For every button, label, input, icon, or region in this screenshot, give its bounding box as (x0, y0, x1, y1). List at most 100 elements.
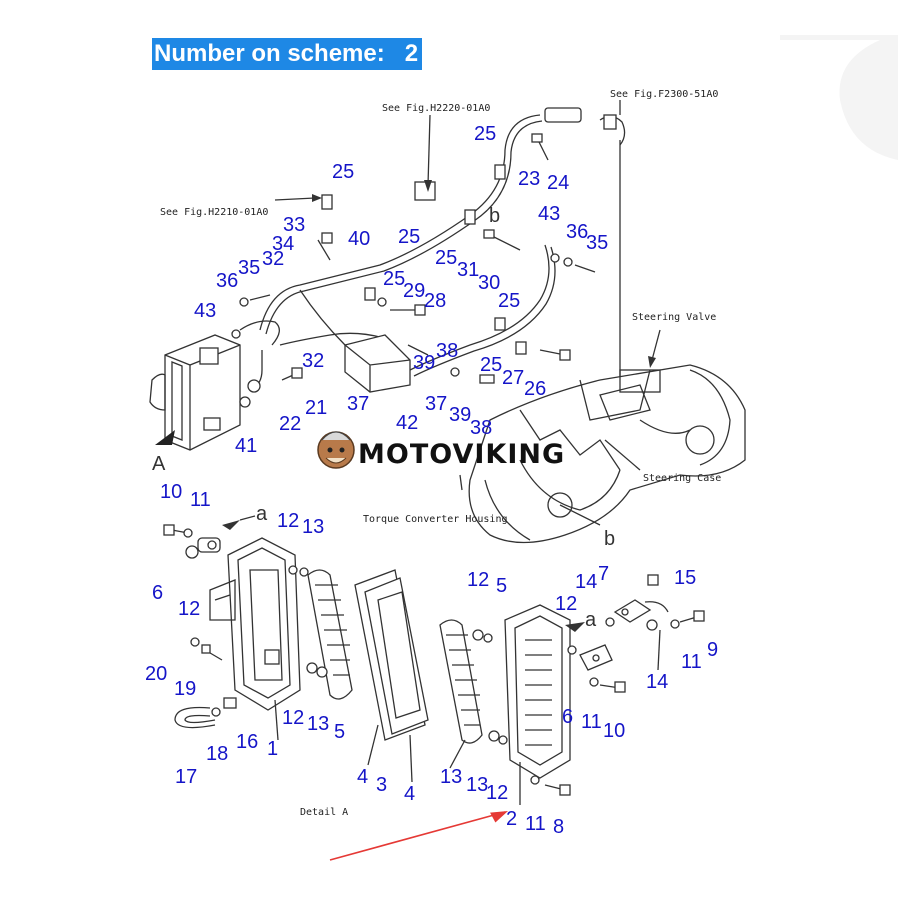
part-callout: 8 (553, 816, 564, 838)
part-callout: 12 (178, 598, 200, 620)
part-callout: 2 (506, 808, 517, 830)
part-callout: 29 (403, 280, 425, 302)
part-callout: 25 (480, 354, 502, 376)
transmission-housing (459, 364, 746, 544)
part-callout: 18 (206, 743, 228, 765)
part-callout: 42 (396, 412, 418, 434)
part-callout: 4 (404, 783, 415, 805)
detail-a-assembly (163, 515, 705, 805)
ref-torque-converter-housing: Torque Converter Housing (363, 514, 508, 525)
part-callout: 43 (194, 300, 216, 322)
corner-shade (780, 35, 898, 160)
part-callout: 5 (496, 575, 507, 597)
part-callout: 3 (376, 774, 387, 796)
watermark-text: MOTOVIKING (358, 439, 565, 470)
hose-right-outline (413, 246, 556, 377)
scheme-value: 2 (404, 40, 419, 67)
view-letter-a-upper: a (256, 503, 268, 525)
flange-f2300 (603, 114, 617, 130)
part-callout: 35 (238, 257, 260, 279)
part-callout: 25 (474, 123, 496, 145)
part-callout: 36 (216, 270, 238, 292)
part-callout: 13 (466, 774, 488, 796)
part-callout: 4 (357, 766, 368, 788)
part-callout: 13 (307, 713, 329, 735)
part-callout: 25 (398, 226, 420, 248)
part-callout: 34 (272, 233, 294, 255)
part-callout: 25 (383, 268, 405, 290)
ref-steering-case: Steering Case (643, 473, 721, 484)
part-callout: 23 (518, 168, 540, 190)
ref-detail-a: Detail A (300, 807, 348, 818)
clamp-25 (494, 164, 506, 180)
part-callout: 14 (646, 671, 668, 693)
part-callout: 12 (486, 782, 508, 804)
part-callout: 39 (413, 352, 435, 374)
part-callout: 43 (538, 203, 560, 225)
part-callout: 11 (190, 489, 211, 511)
cover-2 (504, 604, 571, 779)
scheme-label: Number on scheme: (154, 40, 385, 67)
left-cooler (149, 334, 251, 451)
part-callout: 13 (440, 766, 462, 788)
part-callout: 40 (348, 228, 370, 250)
part-callout: 21 (305, 397, 327, 419)
view-letter-b-lower: b (604, 528, 615, 550)
view-arrow-a-right (565, 622, 585, 632)
view-arrow-a-left (222, 520, 240, 530)
part-callout: 26 (524, 378, 546, 400)
part-callout: 13 (302, 516, 324, 538)
part-callout: 12 (467, 569, 489, 591)
part-callout: 17 (175, 766, 197, 788)
part-callout: 10 (160, 481, 182, 503)
hose-right (409, 244, 550, 371)
part-callout: 38 (436, 340, 458, 362)
view-letter-b-upper: b (489, 205, 500, 227)
view-arrow-a (155, 430, 175, 445)
part-callout: 24 (547, 172, 569, 194)
elbow-43-left (239, 320, 280, 346)
part-callout: 31 (457, 259, 479, 281)
hose-40 (259, 114, 541, 331)
part-callout: 37 (425, 393, 447, 415)
part-callout: 6 (562, 706, 573, 728)
part-callout: 32 (302, 350, 324, 372)
part-callout: 12 (282, 707, 304, 729)
hose-mid (299, 289, 346, 346)
part-callout: 12 (555, 593, 577, 615)
part-callout: 25 (332, 161, 354, 183)
part-callout: 39 (449, 404, 471, 426)
part-callout: 5 (334, 721, 345, 743)
part-callout: 37 (347, 393, 369, 415)
part-callout: 35 (586, 232, 608, 254)
part-callout: 25 (498, 290, 520, 312)
part-callout: 15 (674, 567, 696, 589)
part-callout: 30 (478, 272, 500, 294)
core-5-right (439, 619, 483, 744)
part-callout: 36 (566, 221, 588, 243)
scheme-number-banner: Number on scheme: 2 (152, 38, 423, 70)
ref-fig-h2220: See Fig.H2220-01A0 (382, 103, 490, 114)
part-callout: 25 (435, 247, 457, 269)
ref-steering-valve: Steering Valve (632, 312, 716, 323)
part-callout: 7 (598, 563, 609, 585)
ref-fig-h2210: See Fig.H2210-01A0 (160, 207, 268, 218)
part-callout: 11 (525, 813, 546, 835)
part-callout: 38 (470, 417, 492, 439)
part-callout: 27 (502, 367, 524, 389)
part-callout: 10 (603, 720, 625, 742)
motoviking-logo: MOTOVIKING (317, 431, 565, 470)
fitting-23 (544, 107, 582, 123)
part-callout: 33 (283, 214, 305, 236)
part-callout: 6 (152, 582, 163, 604)
highlight-arrow (329, 811, 506, 861)
part-callout: 9 (707, 639, 718, 661)
u-tube-17 (174, 706, 216, 729)
part-callout: 1 (267, 738, 278, 760)
part-callout: 32 (262, 248, 284, 270)
core-5-left (307, 569, 353, 700)
part-callout: 14 (575, 571, 597, 593)
